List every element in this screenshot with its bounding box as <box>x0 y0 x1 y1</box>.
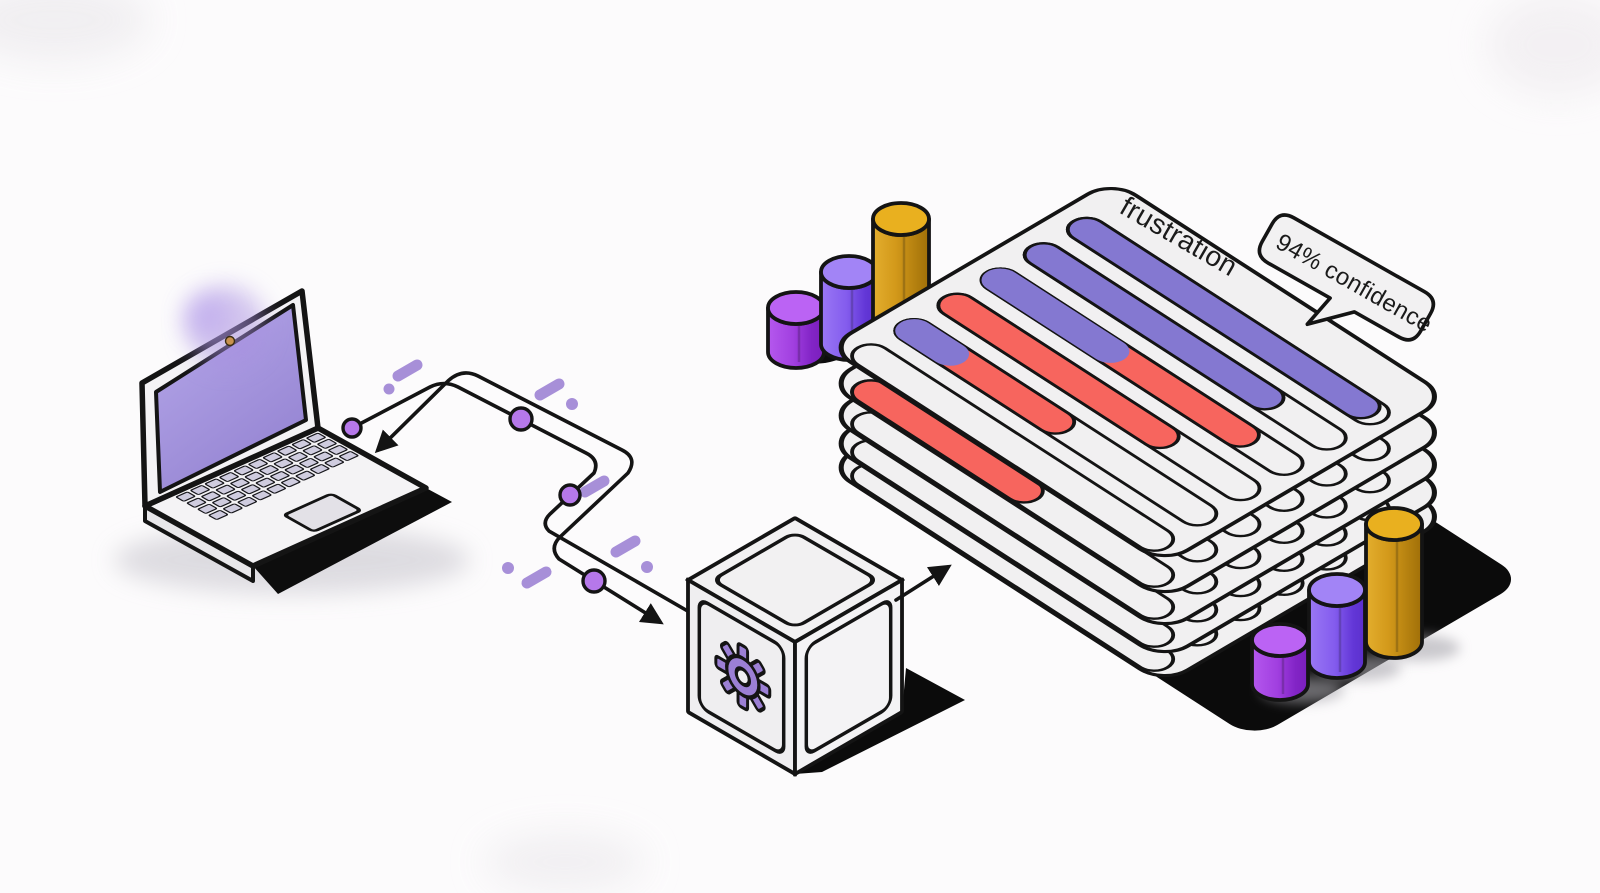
cube-right-face <box>793 577 904 777</box>
cylinder-magenta-small <box>766 290 826 370</box>
flow-node <box>581 568 607 594</box>
keyboard-key <box>215 484 236 495</box>
bar-segment-purple <box>1022 242 1286 411</box>
flow-dashes <box>383 359 653 589</box>
keyboard-key <box>248 459 268 469</box>
keyboard-key <box>197 503 218 514</box>
keyboard-key <box>226 490 247 501</box>
keyboard-key <box>237 496 258 507</box>
keyboard-key <box>208 510 229 520</box>
keyboard-key <box>241 484 261 495</box>
cylinder-top <box>819 254 879 290</box>
keyboard-key <box>339 451 359 461</box>
flow-dash <box>579 475 610 498</box>
flow-line-outer <box>374 371 664 625</box>
keyboard-key <box>186 497 207 508</box>
keyboard-key <box>201 491 221 502</box>
keyboard-key <box>328 445 348 455</box>
flow-node <box>508 406 534 432</box>
flow-node <box>558 483 582 507</box>
bg-blob <box>1486 0 1600 97</box>
cube-left-face <box>686 577 797 777</box>
keyboard-key <box>295 470 316 481</box>
flow-track <box>341 359 700 625</box>
keyboard-key <box>281 477 301 488</box>
keyboard-key <box>252 490 272 501</box>
keyboard-key <box>317 438 337 449</box>
flow-dash-dot <box>566 398 578 410</box>
keyboard-key <box>277 445 297 456</box>
flow-dash <box>392 359 423 382</box>
laptop <box>114 286 470 594</box>
keyboard-key <box>306 432 326 443</box>
keyboard-key <box>175 491 196 502</box>
cube-shadow <box>795 668 965 774</box>
laptop-keyboard <box>175 432 359 520</box>
flow-line-inner <box>350 381 700 619</box>
keyboard-key <box>291 439 312 450</box>
bg-blob <box>0 0 150 62</box>
card-top <box>838 187 1437 558</box>
webcam-icon <box>224 335 236 347</box>
keyboard-key <box>310 464 330 474</box>
flow-node <box>341 417 363 439</box>
card-stack: frustration <box>766 187 1512 731</box>
cylinder-magenta-small <box>1250 622 1310 702</box>
keyboard-key <box>230 478 250 488</box>
cylinder-top <box>1307 572 1367 608</box>
cylinder-gold-tall <box>1364 506 1424 660</box>
cylinders-bottom-right <box>1250 506 1460 703</box>
flow-dash <box>610 535 641 558</box>
keyboard-key <box>284 464 305 475</box>
gear-icon <box>714 640 772 713</box>
keyboard-key <box>266 483 287 494</box>
bar-track <box>850 343 1176 552</box>
keyboard-key <box>190 485 210 495</box>
flow-dash-dot <box>641 561 653 573</box>
processor-cube <box>685 516 965 777</box>
flow-dash-dot <box>383 383 395 395</box>
flow-dash-dot <box>502 562 514 574</box>
cylinder-top <box>1364 506 1424 542</box>
screen-glow <box>185 294 229 338</box>
cylinder-top <box>1250 622 1310 658</box>
output-arrow <box>894 564 952 602</box>
bar-segment-purple <box>981 268 1130 363</box>
keyboard-key <box>233 465 254 476</box>
flow-dash <box>534 378 565 401</box>
keyboard-key <box>255 477 276 488</box>
keyboard-key <box>204 478 225 489</box>
keyboard-key <box>262 452 283 463</box>
keyboard-key <box>259 465 279 475</box>
keyboard-key <box>223 503 243 514</box>
cylinder-top <box>871 201 931 237</box>
keyboard-key <box>324 457 345 468</box>
keyboard-key <box>288 452 308 462</box>
flow-dash <box>521 566 552 589</box>
keyboard-key <box>219 472 239 482</box>
laptop-trackpad <box>283 493 362 532</box>
keyboard-key <box>299 458 319 468</box>
keyboard-key <box>313 451 334 462</box>
keyboard-key <box>212 497 232 508</box>
bar-segment-red <box>936 292 1181 450</box>
keyboard-key <box>270 471 290 481</box>
bg-blob <box>485 834 645 890</box>
keyboard-key <box>302 445 323 456</box>
cylinder-violet-medium <box>1307 572 1367 680</box>
cylinder-body <box>1364 522 1424 660</box>
bar-segment-purple <box>1065 216 1382 420</box>
keyboard-key <box>244 471 265 482</box>
cylinder-top <box>766 290 826 326</box>
keyboard-key <box>273 458 294 469</box>
bar-segment-purple <box>895 319 970 366</box>
